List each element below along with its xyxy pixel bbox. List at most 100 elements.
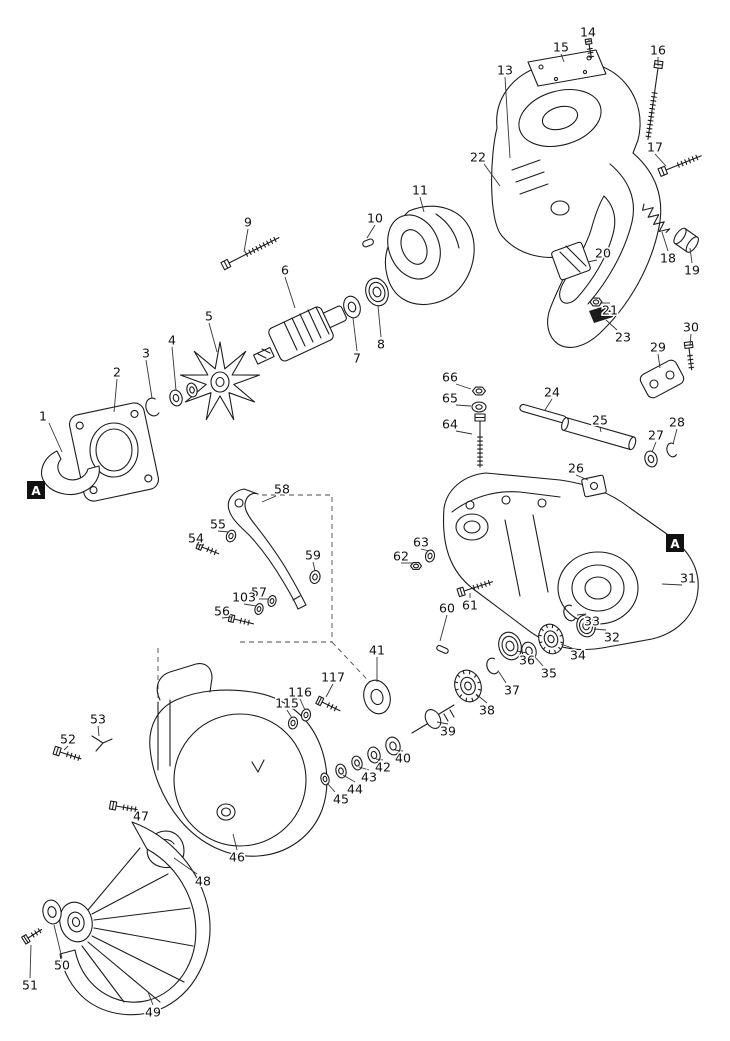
part-label-65: 65 (442, 391, 458, 406)
part-30-screw (683, 341, 695, 371)
part-label-51: 51 (22, 978, 38, 993)
leader-line-44 (342, 774, 356, 783)
part-46-blade-case (149, 663, 328, 857)
part-label-66: 66 (442, 370, 458, 385)
part-label-38: 38 (479, 703, 495, 718)
leader-line-66 (455, 383, 472, 390)
leader-line-17 (654, 153, 667, 167)
part-label-32: 32 (604, 630, 620, 645)
part-label-44: 44 (347, 782, 363, 797)
part-label-35: 35 (541, 666, 557, 681)
leader-line-18 (661, 231, 669, 252)
part-51-screw (21, 928, 43, 945)
part-label-62: 62 (393, 549, 409, 564)
leader-line-56 (221, 616, 233, 619)
part-17-bolt (657, 154, 702, 177)
part-6-armature (253, 303, 358, 365)
leader-line-7 (352, 317, 358, 352)
part-38-gear (454, 669, 482, 703)
leader-line-33 (576, 613, 587, 616)
part-label-48: 48 (195, 874, 211, 889)
part-44-washer (335, 763, 347, 779)
part-20-switch (551, 241, 591, 281)
part-label-63: 63 (413, 535, 429, 550)
leader-line-5 (208, 322, 218, 353)
leader-line-6 (284, 276, 296, 309)
part-43-washer (351, 755, 363, 771)
part-50-washer (42, 899, 62, 925)
leader-line-64 (455, 430, 473, 435)
part-label-117: 117 (321, 670, 345, 685)
part-label-52: 52 (60, 732, 76, 747)
part-10-pin (362, 238, 374, 248)
part-55-washer (225, 529, 237, 543)
part-13-motor-housing (491, 60, 662, 348)
part-label-21: 21 (602, 303, 618, 318)
leader-line-55 (217, 530, 230, 533)
part-label-39: 39 (440, 724, 456, 739)
part-31-gear-housing (442, 472, 699, 651)
leader-line-49 (147, 991, 154, 1006)
leader-line-116 (299, 698, 306, 711)
part-label-45: 45 (333, 792, 349, 807)
leader-line-11 (419, 196, 425, 213)
part-61-bolt (456, 579, 494, 598)
part-label-19: 19 (684, 263, 700, 278)
part-label-1: 1 (39, 409, 47, 424)
part-7-washer (343, 295, 361, 319)
part-label-26: 26 (568, 461, 584, 476)
leader-line-46 (232, 833, 238, 851)
part-116-washer (300, 708, 312, 722)
leader-line-19 (689, 247, 693, 264)
part-label-27: 27 (648, 428, 664, 443)
leader-line-103 (243, 603, 257, 607)
part-103-washer (254, 603, 264, 615)
leader-line-4 (171, 346, 177, 391)
leader-line-8 (377, 305, 382, 338)
part-63-washer (424, 549, 436, 563)
part-45-washer (320, 772, 330, 786)
part-56-screw (227, 613, 254, 626)
part-25-cylinder (561, 417, 637, 451)
leader-line-27 (651, 441, 657, 453)
part-label-42: 42 (375, 760, 391, 775)
leader-line-65 (455, 404, 472, 407)
part-33-ring (563, 604, 576, 622)
part-label-59: 59 (305, 548, 321, 563)
leader-line-35 (534, 656, 544, 667)
leader-line-30 (689, 333, 692, 347)
part-49-safety-cover (59, 821, 211, 1016)
leader-line-1 (48, 422, 63, 453)
leader-line-24 (544, 398, 553, 411)
part-label-116: 116 (288, 685, 312, 700)
leader-line-34 (560, 643, 573, 649)
part-62-nut (409, 561, 423, 571)
part-label-23: 23 (615, 330, 631, 345)
part-label-28: 28 (669, 415, 685, 430)
section-marker-label-0: A (31, 484, 41, 498)
part-15-baffle-plate (527, 49, 607, 87)
leader-line-38 (475, 693, 488, 704)
leader-line-23 (605, 319, 618, 331)
part-label-60: 60 (439, 601, 455, 616)
part-23-trigger (589, 305, 613, 323)
part-label-3: 3 (142, 346, 150, 361)
construction-lines (157, 494, 377, 700)
leader-line-3 (145, 359, 153, 399)
section-marker-box-1 (666, 534, 684, 552)
part-label-14: 14 (580, 25, 596, 40)
part-118-washer (186, 382, 198, 398)
part-label-6: 6 (281, 263, 289, 278)
leader-line-53 (97, 725, 100, 737)
part-16-bolt (645, 59, 664, 140)
part-label-43: 43 (361, 770, 377, 785)
part-66-nut (471, 386, 487, 396)
part-label-8: 8 (377, 337, 385, 352)
leader-line-47 (125, 807, 136, 810)
part-label-50: 50 (54, 958, 70, 973)
leader-line-10 (366, 224, 376, 239)
leader-line-9 (243, 228, 249, 253)
part-label-103: 103 (232, 590, 256, 605)
